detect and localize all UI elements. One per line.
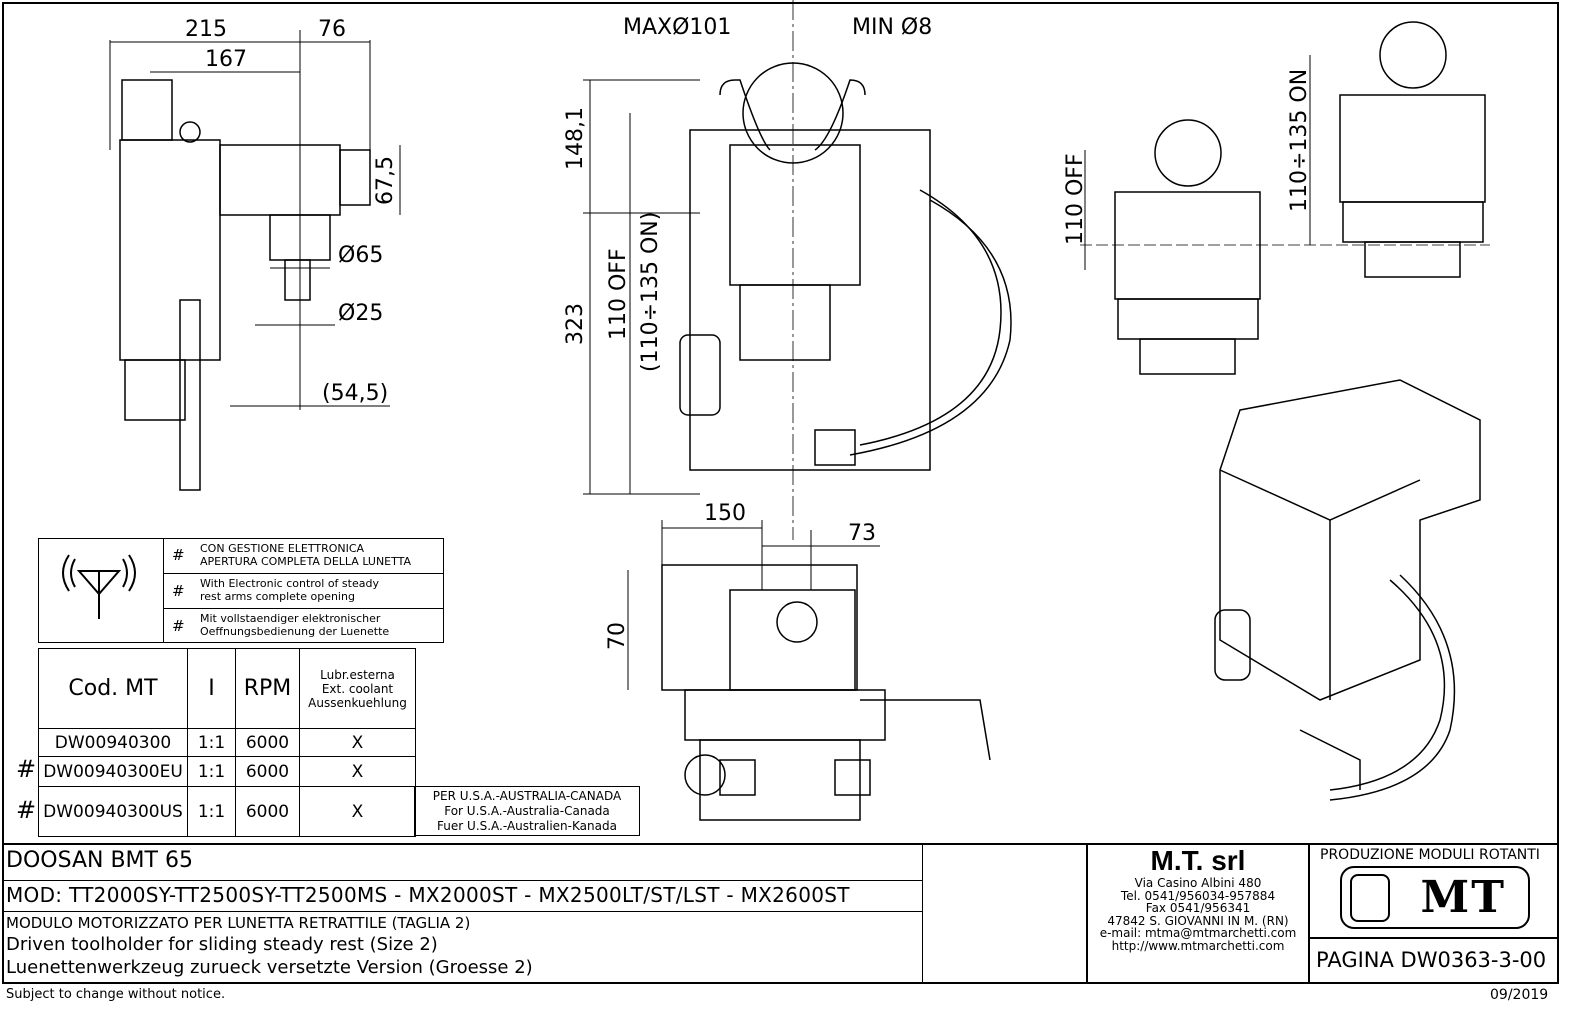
header-code: Cod. MT <box>38 648 188 729</box>
dim-right-110-off: 110 OFF <box>1063 153 1088 245</box>
cell-coolant: X <box>299 786 416 837</box>
dim-d25: Ø25 <box>338 301 383 326</box>
cell-ratio: 1:1 <box>187 728 236 757</box>
dimension-labels: 215 76 167 67,5 Ø65 Ø25 (54,5) MAXØ101 M… <box>185 15 1312 650</box>
company-tel: Tel. 0541/956034-957884 <box>1120 888 1276 903</box>
company-fax: Fax 0541/956341 <box>1145 901 1251 915</box>
brand-tagline: PRODUZIONE MODULI ROTANTI <box>1320 847 1540 863</box>
note-german: Mit vollstaendiger elektronischer Oeffnu… <box>200 612 390 638</box>
cell-ratio: 1:1 <box>187 786 236 837</box>
company-email: e-mail: mtma@mtmarchetti.com <box>1099 926 1297 940</box>
dim-d65: Ø65 <box>338 243 383 268</box>
right-views <box>1080 21 1490 375</box>
change-notice: Subject to change without notice. <box>6 987 226 1002</box>
dim-54-5: (54,5) <box>322 381 388 406</box>
drawing-date: 09/2019 <box>1490 987 1549 1003</box>
cell-ratio: 1:1 <box>187 756 236 787</box>
description-italian: MODULO MOTORIZZATO PER LUNETTA RETRATTIL… <box>6 914 471 932</box>
machine-name: DOOSAN BMT 65 <box>6 848 193 873</box>
dim-76: 76 <box>318 17 346 42</box>
drawing-frame <box>2 2 1559 984</box>
front-view <box>583 0 1012 540</box>
dim-min-8: MIN Ø8 <box>852 15 932 40</box>
code-table: Cod. MT I RPM Lubr.esterna Ext. coolant … <box>38 648 416 837</box>
note-mark: # <box>172 617 185 635</box>
us-note: PER U.S.A.-AUSTRALIA-CANADA For U.S.A.-A… <box>414 786 640 836</box>
antenna-cell <box>38 538 164 643</box>
header-ratio: I <box>187 648 236 729</box>
dim-max-101: MAXØ101 <box>623 15 731 40</box>
dim-167: 167 <box>205 47 247 72</box>
side-view <box>109 30 401 491</box>
dim-150: 150 <box>704 501 746 526</box>
cell-rpm: 6000 <box>235 786 300 837</box>
note-italian: CON GESTIONE ELETTRONICA APERTURA COMPLE… <box>200 542 412 568</box>
top-view <box>627 520 991 821</box>
antenna-icon <box>62 554 136 619</box>
dim-110-135-on: (110÷135 ON) <box>638 212 663 372</box>
company-web: http://www.mtmarchetti.com <box>1111 938 1285 953</box>
logo-text: MT <box>1420 872 1506 923</box>
models-list: MOD: TT2000SY-TT2500SY-TT2500MS - MX2000… <box>6 883 850 907</box>
description-english: Driven toolholder for sliding steady res… <box>6 934 438 955</box>
cell-code: DW00940300US <box>38 786 188 837</box>
row-mark: # <box>16 796 37 824</box>
cell-coolant: X <box>299 728 416 757</box>
dim-67-5: 67,5 <box>373 156 398 205</box>
company-name: M.T. srl <box>1150 845 1246 876</box>
dim-70: 70 <box>605 622 630 650</box>
note-mark: # <box>172 546 185 564</box>
company-city: 47842 S. GIOVANNI IN M. (RN) <box>1107 913 1289 928</box>
mt-logo: MT <box>1340 866 1530 929</box>
header-rpm: RPM <box>235 648 300 729</box>
cell-rpm: 6000 <box>235 756 300 787</box>
dim-323: 323 <box>563 303 588 345</box>
cell-code: DW00940300 <box>38 728 188 757</box>
cell-rpm: 6000 <box>235 728 300 757</box>
rotating-module-icon <box>1350 874 1390 922</box>
dim-73: 73 <box>848 521 876 546</box>
cell-code: DW00940300EU <box>38 756 188 787</box>
cell-coolant: X <box>299 756 416 787</box>
dim-215: 215 <box>185 17 227 42</box>
dim-110-off: 110 OFF <box>606 248 631 340</box>
company-address: Via Casino Albini 480 <box>1134 876 1262 890</box>
page-code: PAGINA DW0363-3-00 <box>1316 948 1547 972</box>
dim-148-1: 148,1 <box>563 107 588 170</box>
title-block <box>2 843 1559 984</box>
header-coolant: Lubr.esterna Ext. coolant Aussenkuehlung <box>299 648 416 729</box>
isometric-view <box>1214 379 1481 801</box>
note-english: With Electronic control of steady rest a… <box>200 577 379 603</box>
note-mark: # <box>172 582 185 600</box>
dim-right-110-135-on: 110÷135 ON <box>1287 69 1312 212</box>
company-block: M.T. srl Via Casino Albini 480 Tel. 0541… <box>1088 845 1308 952</box>
row-mark: # <box>16 755 37 783</box>
description-german: Luenettenwerkzeug zurueck versetzte Vers… <box>6 957 533 978</box>
